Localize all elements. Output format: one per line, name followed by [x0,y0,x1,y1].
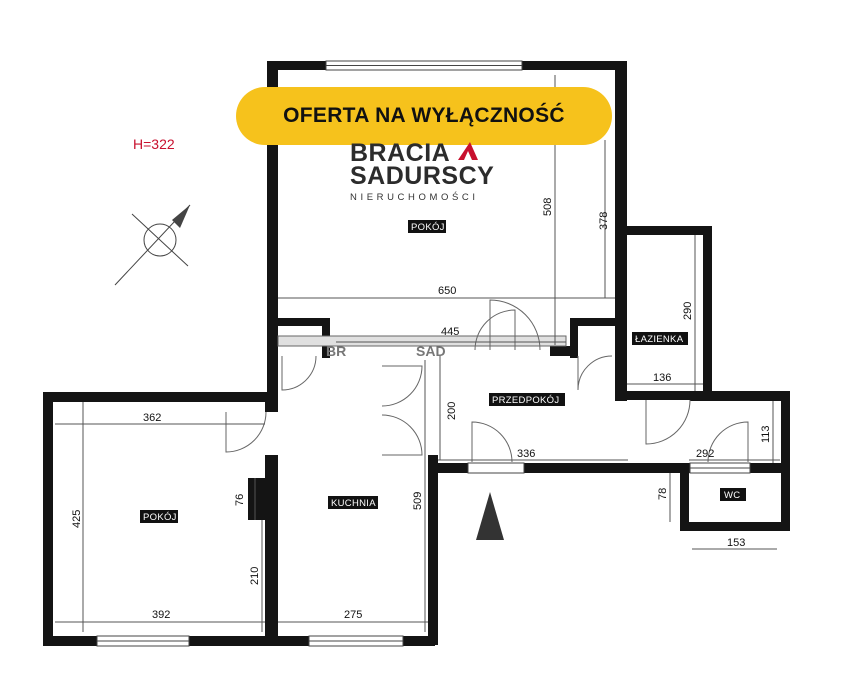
room-label-pokoj-left: POKÓJ [143,512,177,523]
dim-76: 76 [234,494,246,506]
dim-336: 336 [517,448,535,460]
dim-508: 508 [542,198,554,216]
watermark-right: SAD [416,343,446,359]
dim-425: 425 [71,510,83,528]
dimension-labels: 650 508 378 445 290 136 200 336 362 76 4… [71,198,772,621]
dim-290: 290 [682,302,694,320]
banner-text: OFERTA NA WYŁĄCZNOŚĆ [283,104,565,127]
windows [96,60,751,647]
dim-445: 445 [441,326,459,338]
logo-line-2: SADURSCY [350,162,495,190]
dim-113: 113 [760,425,772,443]
dim-153: 153 [727,537,745,549]
logo-line-3: NIERUCHOMOŚCI [350,192,479,203]
dim-378: 378 [598,212,610,230]
logo-line-1: BRACIA [350,139,451,167]
room-label-przedpokoj: PRZEDPOKÓJ [492,395,559,406]
watermark: BR SAD [326,343,446,359]
dim-78: 78 [657,488,669,500]
company-logo: BRACIA SADURSCY NIERUCHOMOŚCI [350,139,520,212]
dim-509: 509 [412,492,424,510]
dim-275: 275 [344,609,362,621]
doors [225,299,749,463]
dim-136: 136 [653,372,671,384]
north-compass-icon [114,204,191,286]
watermark-left: BR [326,343,346,359]
dim-392: 392 [152,609,170,621]
dim-362: 362 [143,412,161,424]
dim-292: 292 [696,448,714,460]
room-label-lazienka: ŁAZIENKA [635,334,684,345]
dim-200: 200 [446,402,458,420]
logo-mark-icon [458,142,478,160]
room-label-pokoj-top: POKÓJ [411,222,445,233]
dim-650: 650 [438,285,456,297]
room-label-kuchnia: KUCHNIA [331,498,376,509]
entrance-arrow-icon [476,492,504,540]
exclusive-offer-banner: OFERTA NA WYŁĄCZNOŚĆ [236,87,612,145]
dim-210: 210 [249,567,261,585]
ceiling-height-label: H=322 [133,136,175,152]
room-labels: POKÓJ ŁAZIENKA PRZEDPOKÓJ POKÓJ KUCHNIA … [140,220,746,523]
room-label-wc: WC [724,490,740,501]
